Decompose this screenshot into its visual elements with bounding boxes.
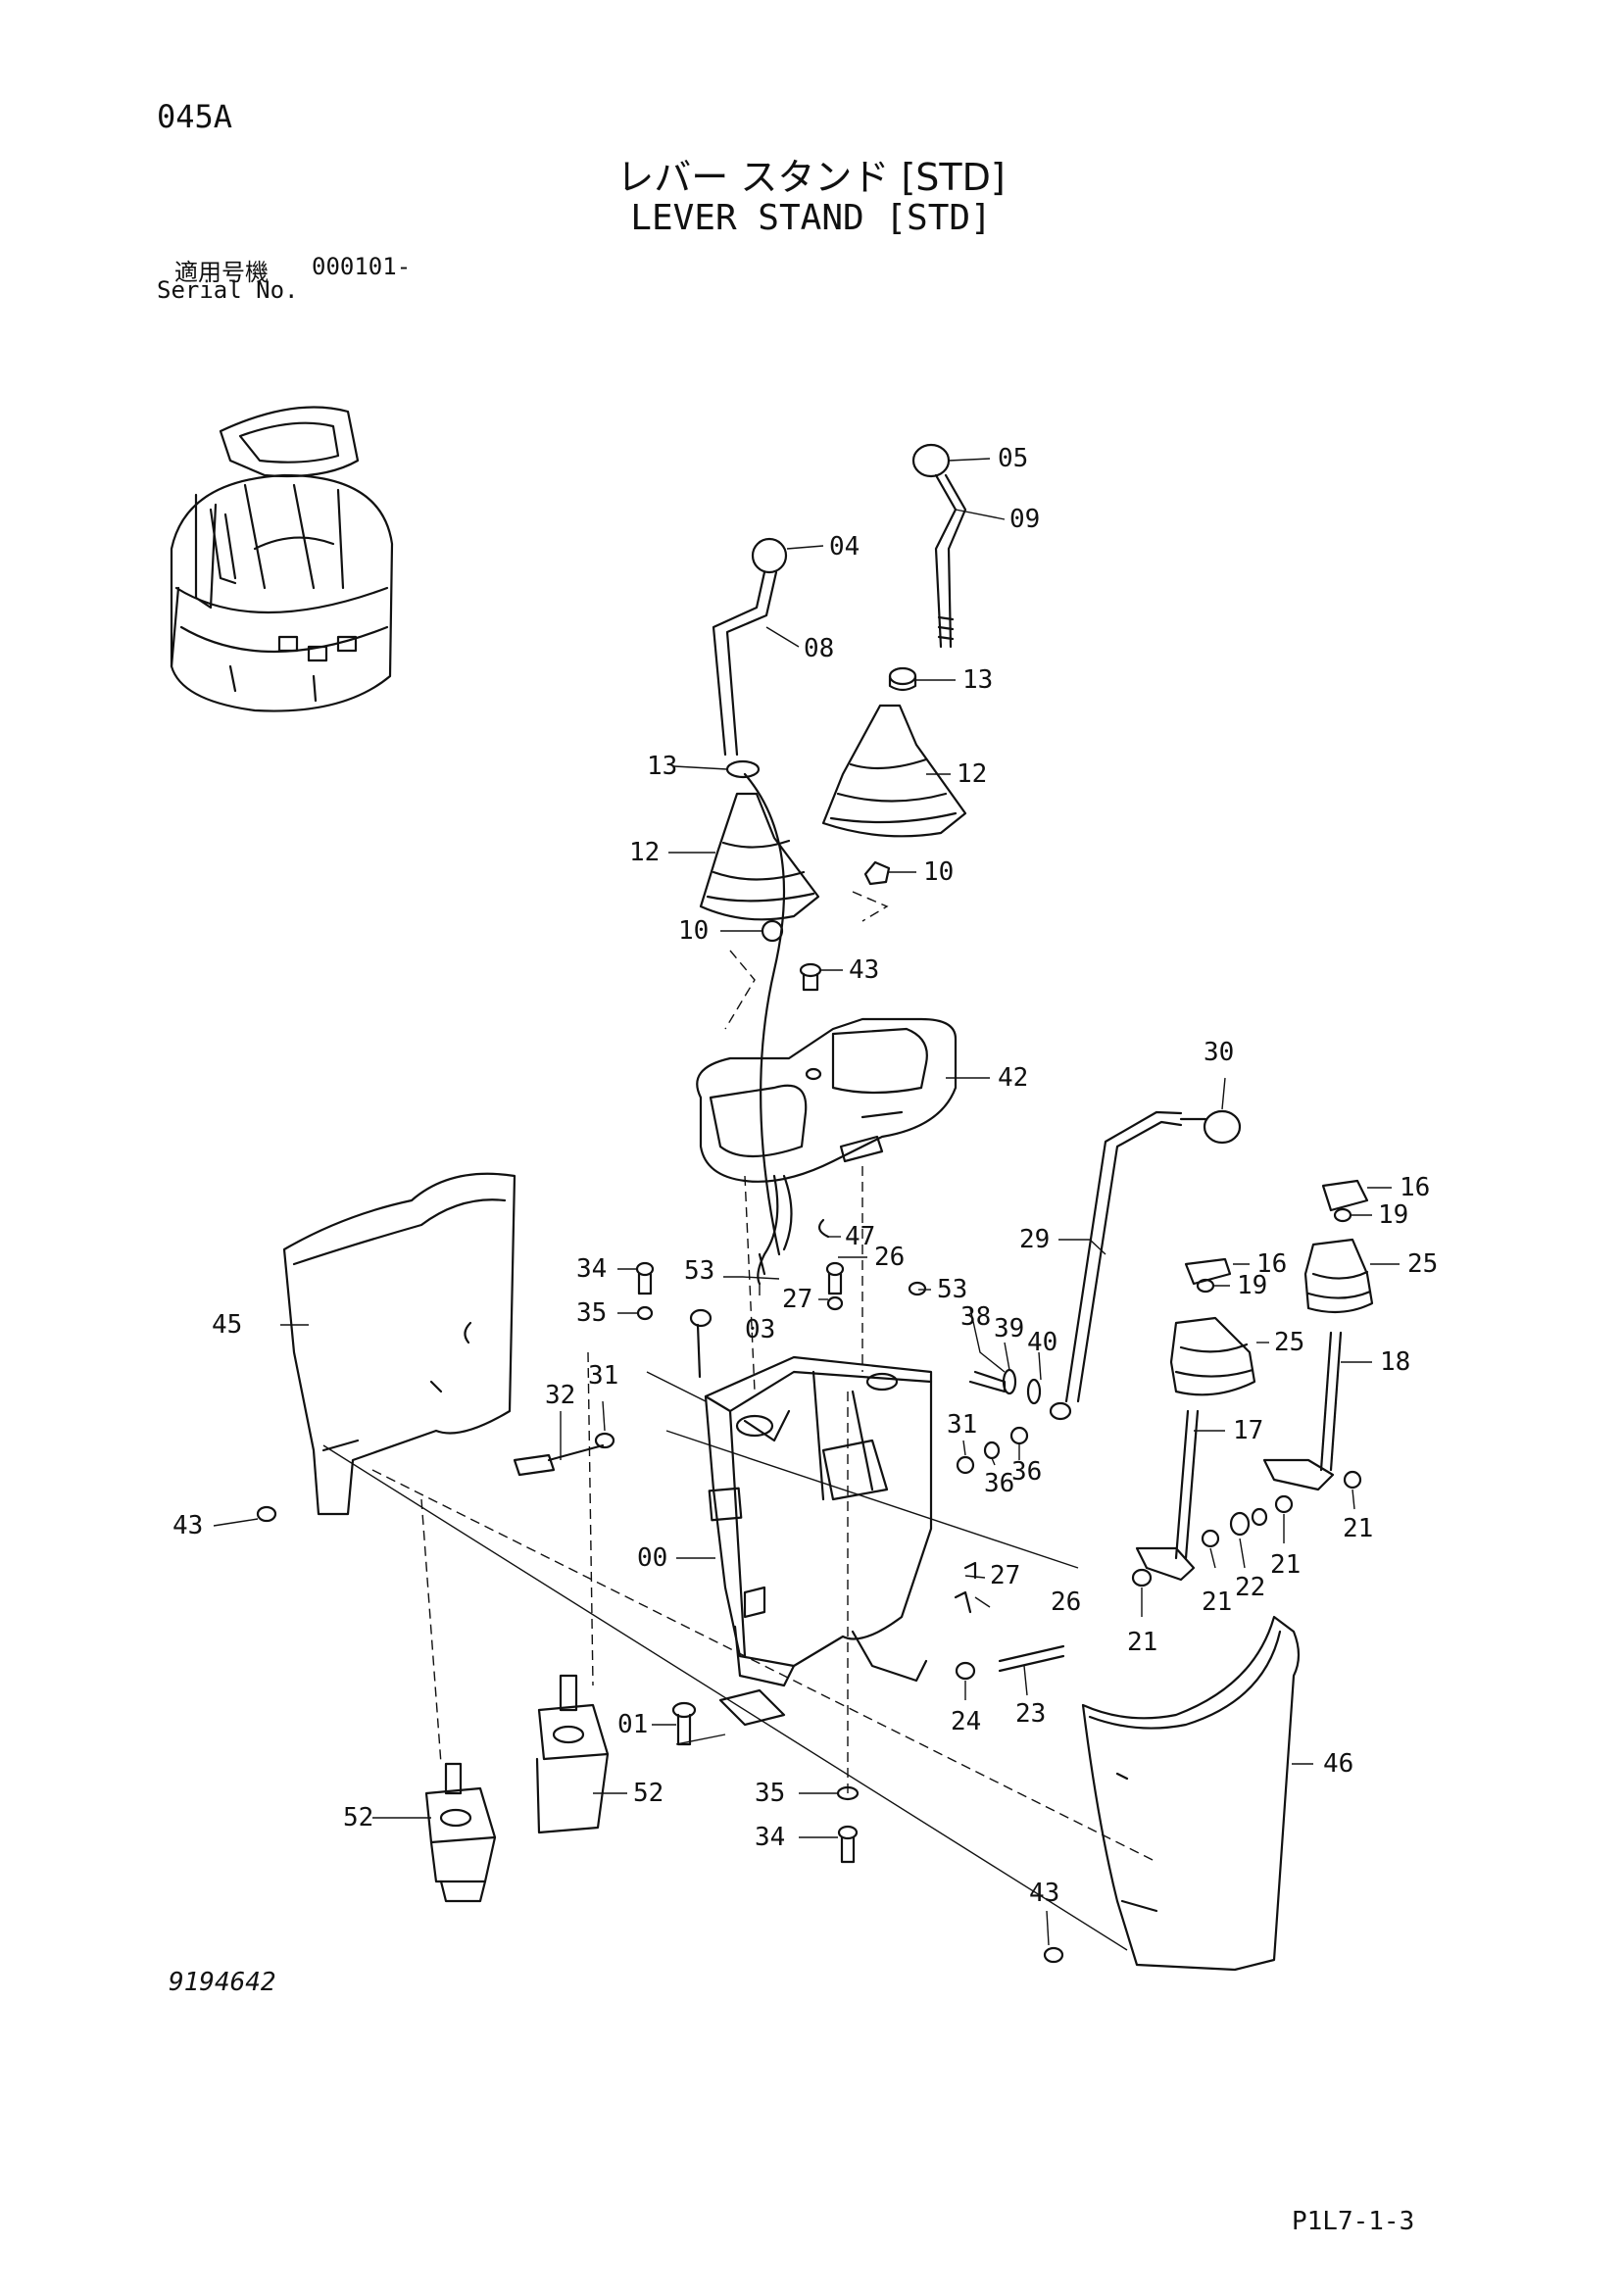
page-title-japanese: レバー スタンド [STD] bbox=[616, 156, 1006, 199]
serial-label-english: Serial No. bbox=[157, 276, 299, 304]
callout-53-right: 53 bbox=[937, 1275, 967, 1304]
callout-10-right: 10 bbox=[923, 857, 954, 887]
callout-16-lower: 16 bbox=[1256, 1249, 1287, 1279]
callout-43-left: 43 bbox=[172, 1511, 203, 1540]
callout-00: 00 bbox=[637, 1543, 667, 1573]
callout-47: 47 bbox=[845, 1222, 875, 1251]
callout-19-lower: 19 bbox=[1237, 1271, 1267, 1300]
callout-35-upper: 35 bbox=[576, 1298, 607, 1328]
callout-35-lower: 35 bbox=[755, 1779, 785, 1808]
callout-32: 32 bbox=[545, 1381, 575, 1410]
page-reference: P1L7-1-3 bbox=[1292, 2207, 1415, 2236]
callout-43-bottom: 43 bbox=[1029, 1879, 1059, 1908]
wiring-harness bbox=[757, 1174, 830, 1286]
callout-08: 08 bbox=[804, 634, 834, 663]
callout-30: 30 bbox=[1204, 1038, 1234, 1067]
callout-27-lower: 27 bbox=[990, 1561, 1020, 1590]
callout-18: 18 bbox=[1380, 1347, 1410, 1377]
callout-21-b: 21 bbox=[1202, 1588, 1232, 1617]
callout-10-left: 10 bbox=[678, 916, 709, 946]
callout-16-upper: 16 bbox=[1400, 1173, 1430, 1202]
callout-36-right: 36 bbox=[1011, 1457, 1042, 1487]
callout-13-lower: 13 bbox=[647, 752, 677, 781]
callout-40: 40 bbox=[1027, 1328, 1057, 1357]
bolt-top bbox=[799, 962, 822, 992]
callout-01: 01 bbox=[617, 1710, 648, 1739]
callout-13-upper: 13 bbox=[962, 665, 993, 695]
callout-25-lower: 25 bbox=[1274, 1328, 1304, 1357]
callout-38: 38 bbox=[960, 1302, 991, 1332]
pilot-valve-right bbox=[535, 1674, 610, 1834]
callout-31-right: 31 bbox=[947, 1410, 977, 1440]
lever-18-assembly bbox=[1262, 1179, 1374, 1491]
lever-plate bbox=[696, 1017, 958, 1183]
callout-34-upper: 34 bbox=[576, 1254, 607, 1284]
callout-39: 39 bbox=[994, 1314, 1024, 1343]
callout-21-a: 21 bbox=[1127, 1628, 1157, 1657]
lever-29 bbox=[1049, 1109, 1242, 1421]
callout-52-left: 52 bbox=[343, 1803, 373, 1832]
right-cover-panel bbox=[1081, 1615, 1301, 1972]
callout-42: 42 bbox=[998, 1063, 1028, 1093]
callout-34-lower: 34 bbox=[755, 1823, 785, 1852]
callout-31-left: 31 bbox=[588, 1361, 618, 1391]
callout-46: 46 bbox=[1323, 1749, 1353, 1779]
lever-stand-body bbox=[704, 1355, 933, 1687]
callout-05: 05 bbox=[998, 444, 1028, 473]
lever-boot-right bbox=[821, 704, 967, 886]
callout-29: 29 bbox=[1019, 1225, 1050, 1254]
callout-26-lower: 26 bbox=[1051, 1588, 1081, 1617]
callout-43-top: 43 bbox=[849, 955, 879, 985]
callout-26-upper: 26 bbox=[874, 1243, 905, 1272]
left-cover-panel bbox=[282, 1172, 516, 1516]
callout-17: 17 bbox=[1233, 1416, 1263, 1445]
lever-boot-left bbox=[699, 792, 820, 943]
callout-52-right: 52 bbox=[633, 1779, 664, 1808]
sheet-code: 045A bbox=[157, 98, 233, 135]
callout-53-left: 53 bbox=[684, 1256, 714, 1286]
callout-12-left: 12 bbox=[629, 838, 660, 867]
callout-23: 23 bbox=[1015, 1699, 1046, 1729]
drawing-number: 9194642 bbox=[169, 1968, 276, 1997]
callout-25-upper: 25 bbox=[1407, 1249, 1438, 1279]
callout-36-left: 36 bbox=[984, 1469, 1014, 1498]
serial-number: 000101- bbox=[312, 253, 412, 280]
lever-left bbox=[712, 537, 788, 1256]
callout-04: 04 bbox=[829, 532, 860, 562]
callout-21-d: 21 bbox=[1343, 1514, 1373, 1543]
lever-17-assembly bbox=[1135, 1257, 1256, 1582]
pilot-valve-left bbox=[424, 1762, 497, 1903]
callout-03: 03 bbox=[745, 1315, 775, 1344]
callout-09: 09 bbox=[1009, 505, 1040, 534]
callout-22: 22 bbox=[1235, 1573, 1265, 1602]
serial-label-japanese: 適用号機 bbox=[174, 259, 269, 286]
small-hardware bbox=[256, 1261, 1362, 1964]
page-title-english: LEVER STAND [STD] bbox=[630, 198, 992, 238]
callout-12-right: 12 bbox=[957, 759, 987, 789]
callout-45: 45 bbox=[212, 1310, 242, 1340]
callout-24: 24 bbox=[951, 1707, 981, 1736]
callout-27-upper: 27 bbox=[782, 1285, 812, 1314]
callout-19-upper: 19 bbox=[1378, 1200, 1408, 1230]
overview-inset-illustration bbox=[170, 406, 394, 712]
callout-21-c: 21 bbox=[1270, 1550, 1301, 1580]
lever-right bbox=[888, 443, 967, 692]
callout-labels: 05 09 04 08 13 13 12 12 10 10 43 42 30 1… bbox=[172, 444, 1438, 1908]
